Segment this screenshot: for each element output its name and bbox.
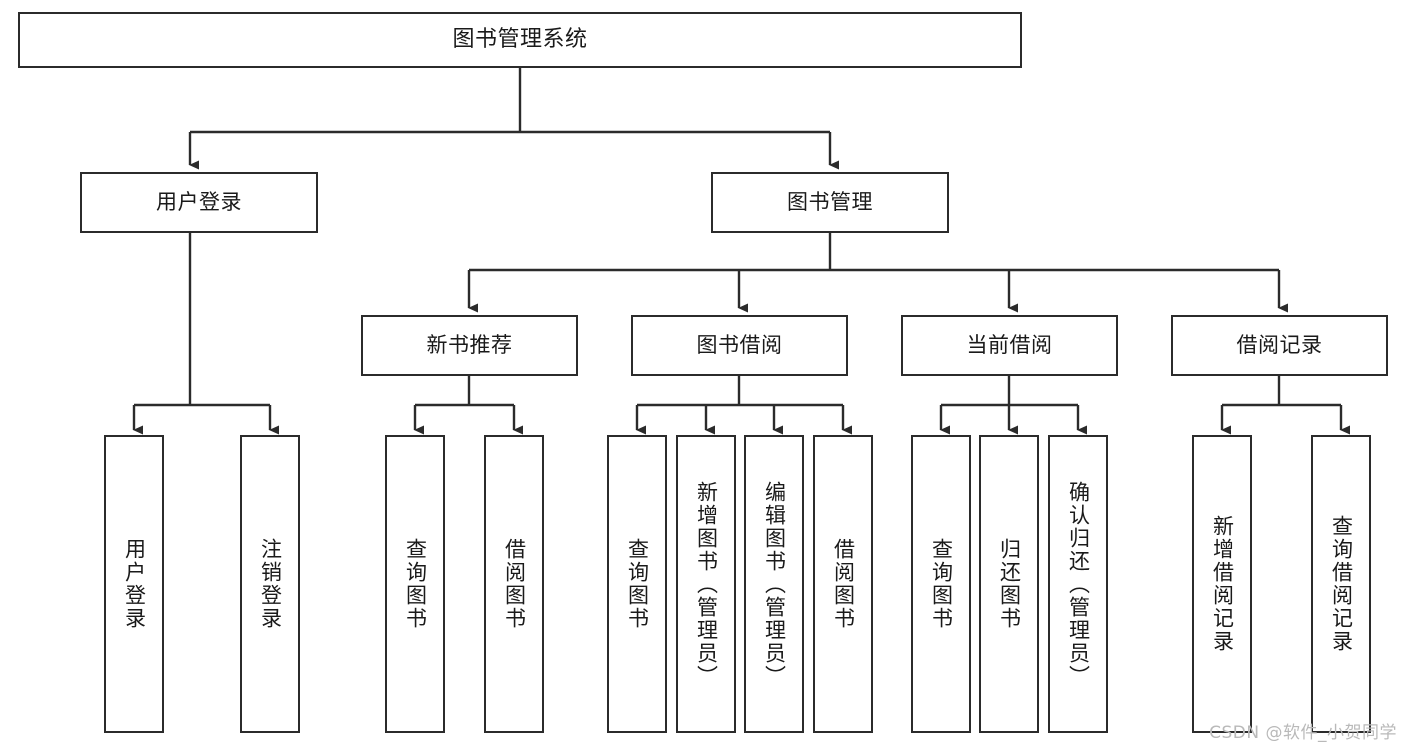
node-label: 借阅图书 bbox=[502, 538, 527, 630]
leaf-current-borrow-query-book[interactable]: 查询图书 bbox=[911, 435, 971, 733]
node-book-management[interactable]: 图书管理 bbox=[711, 172, 949, 233]
leaf-current-borrow-return-book[interactable]: 归还图书 bbox=[979, 435, 1039, 733]
node-new-book-recommend[interactable]: 新书推荐 bbox=[361, 315, 578, 376]
node-book-borrow[interactable]: 图书借阅 bbox=[631, 315, 848, 376]
node-label: 用户登录 bbox=[122, 538, 147, 630]
node-label: 新增借阅记录 bbox=[1210, 515, 1235, 653]
node-label: 确认归还（管理员） bbox=[1066, 480, 1091, 688]
leaf-current-borrow-confirm-return-admin[interactable]: 确认归还（管理员） bbox=[1048, 435, 1108, 733]
watermark-text: CSDN @软件_小贺同学 bbox=[1209, 723, 1397, 743]
node-label: 查询图书 bbox=[625, 538, 650, 630]
node-label: 注销登录 bbox=[258, 538, 283, 630]
leaf-new-book-borrow-book[interactable]: 借阅图书 bbox=[484, 435, 544, 733]
leaf-borrow-record-add-record[interactable]: 新增借阅记录 bbox=[1192, 435, 1252, 733]
node-label: 用户登录 bbox=[156, 189, 242, 214]
node-label: 归还图书 bbox=[997, 538, 1022, 630]
leaf-book-borrow-query-book[interactable]: 查询图书 bbox=[607, 435, 667, 733]
node-label: 查询图书 bbox=[929, 538, 954, 630]
leaf-new-book-query-book[interactable]: 查询图书 bbox=[385, 435, 445, 733]
node-label: 借阅图书 bbox=[831, 538, 856, 630]
node-label: 查询图书 bbox=[403, 538, 428, 630]
node-label: 图书管理 bbox=[787, 189, 873, 214]
node-label: 当前借阅 bbox=[966, 332, 1053, 357]
node-label: 新书推荐 bbox=[426, 332, 513, 357]
node-label: 新增图书（管理员） bbox=[694, 480, 719, 688]
node-user-login[interactable]: 用户登录 bbox=[80, 172, 318, 233]
node-label: 查询借阅记录 bbox=[1329, 515, 1354, 653]
node-label: 借阅记录 bbox=[1236, 332, 1323, 357]
node-borrow-record[interactable]: 借阅记录 bbox=[1171, 315, 1388, 376]
node-label: 图书借阅 bbox=[696, 332, 783, 357]
leaf-book-borrow-edit-book-admin[interactable]: 编辑图书（管理员） bbox=[744, 435, 804, 733]
node-label: 图书管理系统 bbox=[452, 26, 588, 52]
node-label: 编辑图书（管理员） bbox=[762, 480, 787, 688]
leaf-book-borrow-borrow-book[interactable]: 借阅图书 bbox=[813, 435, 873, 733]
node-root-book-management-system[interactable]: 图书管理系统 bbox=[18, 12, 1022, 68]
leaf-user-login-logout[interactable]: 注销登录 bbox=[240, 435, 300, 733]
leaf-user-login-user-login[interactable]: 用户登录 bbox=[104, 435, 164, 733]
leaf-borrow-record-query-record[interactable]: 查询借阅记录 bbox=[1311, 435, 1371, 733]
leaf-book-borrow-add-book-admin[interactable]: 新增图书（管理员） bbox=[676, 435, 736, 733]
node-current-borrow[interactable]: 当前借阅 bbox=[901, 315, 1118, 376]
